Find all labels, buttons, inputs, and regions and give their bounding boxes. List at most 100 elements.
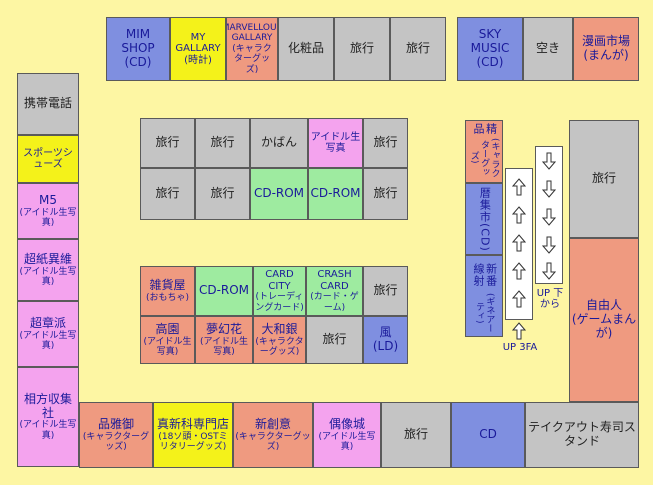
shop-name: CD-ROM (198, 283, 250, 298)
shop-name: 超章派 (29, 315, 66, 330)
shop-marvellous-gallary[interactable]: MARVELLOUS GALLARY (キャラクターグッズ) (226, 17, 278, 81)
shop-name: アイドル生写真 (310, 131, 361, 155)
shop-card-city[interactable]: CARD CITY (トレーディングカード) (253, 266, 306, 316)
shop-travel[interactable]: 旅行 (195, 118, 250, 168)
shop-travel[interactable]: 旅行 (363, 168, 408, 220)
shop-cd[interactable]: CD (451, 402, 525, 468)
shop-sub: (アイドル生写真) (199, 336, 249, 357)
shop-name: 雑貨屋 (149, 277, 186, 292)
shop-idol-photos[interactable]: 超章派 (アイドル生写真) (17, 301, 79, 367)
shop-vacant[interactable]: 空き (523, 17, 573, 81)
shop-character-goods[interactable]: 品雅御 (キャラクターグッズ) (79, 402, 153, 468)
shop-name: 旅行 (373, 186, 398, 201)
escalator-down-label: UP 下から (536, 288, 564, 310)
shop-travel[interactable]: 旅行 (569, 120, 639, 238)
shop-sub: (キャラクターグッズ) (255, 336, 304, 357)
shop-name: 高園 (155, 321, 180, 336)
shop-name: 自由人 (585, 298, 622, 313)
shop-idol-photos[interactable]: 相方収集社 (アイドル生写真) (17, 367, 79, 467)
shop-sky-music[interactable]: SKY MUSIC (CD) (457, 17, 523, 81)
shop-name: CD-ROM (310, 186, 361, 201)
shop-cd-rom[interactable]: CD-ROM (250, 168, 308, 220)
shop-character-goods[interactable]: 大和銀 (キャラクターグッズ) (253, 316, 306, 364)
shop-name: 旅行 (155, 135, 180, 150)
escalator-up-label: UP 3FA (502, 342, 538, 353)
shop-m5[interactable]: M5 (アイドル生写真) (17, 183, 79, 239)
shop-name: 夢幻花 (205, 321, 242, 336)
arrow-up-icon (512, 178, 526, 196)
shop-name: 大和銀 (261, 321, 298, 336)
shop-sub: (アイドル生写真) (143, 336, 192, 357)
arrow-down-icon (542, 152, 556, 170)
shop-bags[interactable]: かばん (250, 118, 308, 168)
shop-travel[interactable]: 旅行 (195, 168, 250, 220)
shop-travel[interactable]: 旅行 (390, 17, 446, 81)
shop-my-gallary[interactable]: MY GALLARY (時計) (170, 17, 226, 81)
shop-sub: (まんが) (583, 48, 629, 62)
shop-travel[interactable]: 旅行 (363, 118, 408, 168)
shop-name: 旅行 (405, 41, 430, 56)
shop-cd-rom[interactable]: CD-ROM (308, 168, 363, 220)
arrow-up-icon (512, 206, 526, 224)
shop-travel[interactable]: 旅行 (381, 402, 451, 468)
shop-sub: (キャラクターグッズ) (232, 43, 272, 75)
shop-military-goods[interactable]: 真新科専門店 (18ソ頭・OSTミリタリーグッズ) (153, 402, 233, 468)
shop-idol-photos[interactable]: 夢幻花 (アイドル生写真) (195, 316, 253, 364)
shop-sub: (アイドル生写真) (19, 330, 77, 351)
arrow-up-icon (512, 234, 526, 252)
shop-name: 旅行 (349, 41, 374, 56)
shop-travel[interactable]: 旅行 (140, 118, 195, 168)
shop-name: 空き (535, 41, 560, 56)
shop-name: 旅行 (155, 186, 180, 201)
shop-name: 真新科専門店 (156, 416, 229, 431)
shop-sub: (キャラクターグッズ) (82, 431, 150, 452)
shop-travel[interactable]: 旅行 (306, 316, 363, 364)
shop-idol-photos[interactable]: 超紙異維 (アイドル生写真) (17, 239, 79, 301)
shop-name: 超紙異維 (23, 251, 72, 266)
shop-name: 新番線射 (472, 262, 498, 287)
shop-travel[interactable]: 旅行 (140, 168, 195, 220)
shop-name: 旅行 (210, 186, 235, 201)
shop-cd[interactable]: 暦集市 (CD) (465, 183, 503, 255)
shop-crash-card[interactable]: CRASH CARD (カード・ゲーム) (306, 266, 363, 316)
shop-character-goods[interactable]: 新創意 (キャラクターグッズ) (233, 402, 313, 468)
shop-name: M5 (39, 192, 57, 207)
shop-manga-market[interactable]: 漫画市場 (まんが) (573, 17, 639, 81)
shop-idol-photos[interactable]: 高園 (アイドル生写真) (140, 316, 195, 364)
shop-sub: (キャラクターグッズ) (468, 137, 500, 178)
shop-travel[interactable]: 旅行 (363, 266, 408, 316)
shop-general-goods[interactable]: 雑貨屋 (おもちゃ) (140, 266, 195, 316)
shop-name: 旅行 (373, 135, 398, 150)
shop-name: MARVELLOUS GALLARY (227, 23, 277, 44)
shop-name: 旅行 (403, 427, 428, 442)
shop-idol-photos[interactable]: 偶像城 (アイドル生写真) (313, 402, 381, 468)
shop-name: テイクアウト寿司スタンド (528, 420, 636, 448)
shop-name: SKY MUSIC (470, 27, 510, 56)
shop-name: 偶像城 (328, 416, 365, 431)
shop-sub: (カード・ゲーム) (310, 292, 359, 313)
shop-character-goods[interactable]: 精品 (キャラクターグッズ) (465, 120, 503, 183)
shop-takeout-sushi[interactable]: テイクアウト寿司スタンド (525, 402, 639, 468)
shop-cosmetics[interactable]: 化粧品 (278, 17, 334, 81)
shop-cd-rom[interactable]: CD-ROM (195, 266, 253, 316)
shop-name: 旅行 (210, 135, 235, 150)
shop-travel[interactable]: 旅行 (334, 17, 390, 81)
shop-sub: (LD) (372, 339, 399, 353)
shop-new-records[interactable]: 新番線射 (ギネアーティ) (465, 255, 503, 337)
shop-sub: (18ソ頭・OSTミリタリーグッズ) (158, 431, 228, 452)
shop-idol-photos[interactable]: アイドル生写真 (308, 118, 363, 168)
shop-name: 旅行 (322, 332, 347, 347)
shop-sports-shoes[interactable]: スポーツシューズ (17, 135, 79, 183)
shop-name: 相方収集社 (23, 391, 72, 420)
shop-ld[interactable]: 風 (LD) (363, 316, 408, 364)
shop-mobile-phone[interactable]: 携帯電話 (17, 73, 79, 135)
shop-mim-shop[interactable]: MIM SHOP (CD) (106, 17, 170, 81)
shop-name: 旅行 (591, 171, 616, 186)
shop-name: 化粧品 (287, 41, 324, 56)
shop-name: かばん (260, 135, 297, 150)
shop-name: CRASH CARD (317, 269, 352, 292)
shop-free-people[interactable]: 自由人 (ゲームまんが) (569, 238, 639, 402)
shop-sub: (おもちゃ) (145, 292, 190, 303)
shop-sub: (トレーディングカード) (255, 292, 304, 313)
shop-name: スポーツシューズ (23, 147, 73, 171)
